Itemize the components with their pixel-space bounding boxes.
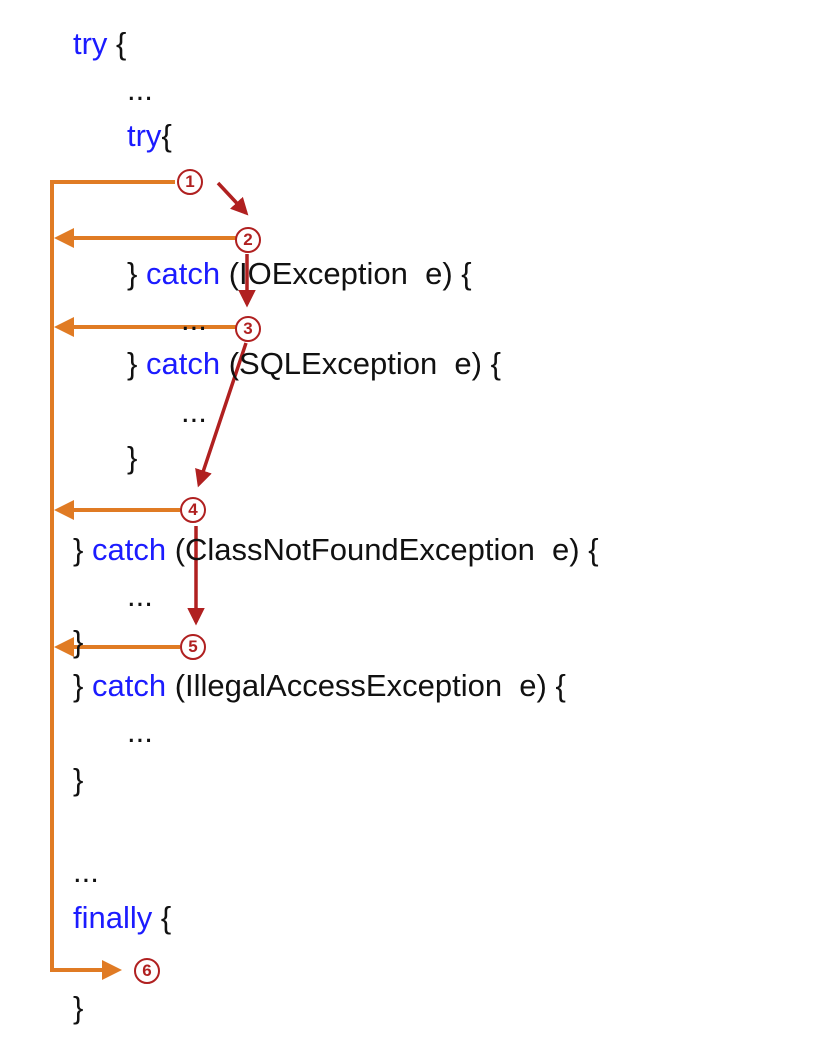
code-line-close-brace: } — [73, 762, 84, 797]
code-line-finally: finally { — [73, 900, 172, 935]
step-marker-6: 6 — [134, 958, 160, 984]
code-line-catch-ioexception: } catch (IOException e) { — [127, 256, 472, 291]
code-line-close-brace: } — [73, 990, 84, 1025]
code-line-try-inner: try{ — [127, 118, 172, 153]
step-marker-2: 2 — [235, 227, 261, 253]
red-arrow-1-to-2 — [216, 181, 249, 216]
code-line-ellipsis: ... — [181, 302, 207, 337]
step-marker-1: 1 — [177, 169, 203, 195]
code-line-catch-sqlexception: } catch (SQLException e) { — [127, 346, 501, 381]
vertical-bracket-arrow — [50, 180, 175, 980]
code-line-ellipsis: ... — [127, 72, 153, 107]
code-line-ellipsis: ... — [73, 854, 99, 889]
code-line-catch-classnotfound: } catch (ClassNotFoundException e) { — [73, 532, 599, 567]
red-arrow-3-to-4 — [195, 342, 248, 488]
code-line-ellipsis: ... — [127, 714, 153, 749]
code-line-ellipsis: ... — [127, 578, 153, 613]
step-marker-3: 3 — [235, 316, 261, 342]
code-line-catch-illegalaccess: } catch (IllegalAccessException e) { — [73, 668, 566, 703]
step-marker-4: 4 — [180, 497, 206, 523]
step-marker-5: 5 — [180, 634, 206, 660]
code-line-try-outer: try { — [73, 26, 127, 61]
code-line-close-brace: } — [127, 440, 138, 475]
code-line-ellipsis: ... — [181, 394, 207, 429]
code-line-close-brace: } — [73, 624, 84, 659]
